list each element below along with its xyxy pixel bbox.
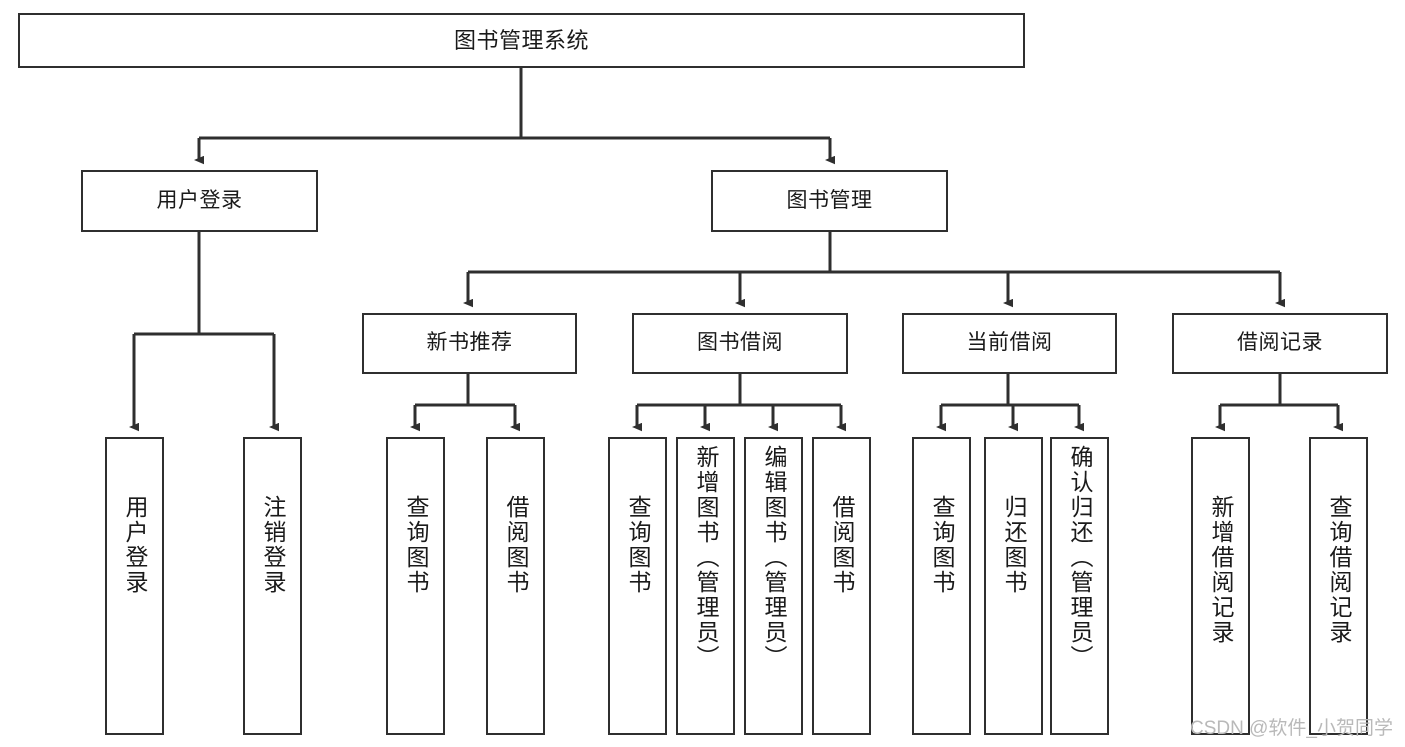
node-leaf-label-leaf-add-record: 新增借阅记录 — [1208, 495, 1234, 645]
node-leaf-label-leaf-user-login: 用户登录 — [122, 495, 148, 595]
node-leaf-label-leaf-query-book-current: 查询图书 — [929, 495, 955, 595]
csdn-watermark: CSDN @软件_小贺同学 — [1190, 718, 1393, 739]
node-leaf-leaf-query-record[interactable]: 查询借阅记录 — [1309, 437, 1368, 735]
node-root-root[interactable]: 图书管理系统 — [18, 13, 1025, 68]
node-level2-label-user-login: 用户登录 — [156, 188, 243, 212]
node-leaf-leaf-borrow-book-recommend[interactable]: 借阅图书 — [486, 437, 545, 735]
node-leaf-leaf-query-book-borrow[interactable]: 查询图书 — [608, 437, 667, 735]
node-leaf-label-leaf-borrow-book-recommend: 借阅图书 — [503, 495, 529, 595]
node-level3-label-book-borrow: 图书借阅 — [697, 331, 783, 355]
node-leaf-label-leaf-borrow-book: 借阅图书 — [829, 495, 855, 595]
node-leaf-label-leaf-return-book: 归还图书 — [1001, 495, 1027, 595]
node-level2-label-book-management: 图书管理 — [786, 188, 873, 212]
node-leaf-leaf-user-login[interactable]: 用户登录 — [105, 437, 164, 735]
node-level2-user-login[interactable]: 用户登录 — [81, 170, 318, 232]
node-leaf-leaf-add-record[interactable]: 新增借阅记录 — [1191, 437, 1250, 735]
node-leaf-leaf-edit-book[interactable]: 编辑图书（管理员） — [744, 437, 803, 735]
node-leaf-leaf-query-book-current[interactable]: 查询图书 — [912, 437, 971, 735]
node-leaf-label-leaf-add-book: 新增图书（管理员） — [693, 445, 719, 670]
node-leaf-leaf-borrow-book[interactable]: 借阅图书 — [812, 437, 871, 735]
node-level3-label-borrow-records: 借阅记录 — [1237, 331, 1323, 355]
node-level3-book-borrow[interactable]: 图书借阅 — [632, 313, 848, 374]
node-leaf-label-leaf-query-record: 查询借阅记录 — [1326, 495, 1352, 645]
node-leaf-label-leaf-logout: 注销登录 — [260, 495, 286, 595]
node-level3-borrow-records[interactable]: 借阅记录 — [1172, 313, 1388, 374]
node-leaf-label-leaf-edit-book: 编辑图书（管理员） — [761, 445, 787, 670]
node-leaf-leaf-return-book[interactable]: 归还图书 — [984, 437, 1043, 735]
node-leaf-leaf-add-book[interactable]: 新增图书（管理员） — [676, 437, 735, 735]
node-leaf-leaf-query-book-recommend[interactable]: 查询图书 — [386, 437, 445, 735]
node-leaf-label-leaf-query-book-borrow: 查询图书 — [625, 495, 651, 595]
node-level3-new-book-recommend[interactable]: 新书推荐 — [362, 313, 577, 374]
node-level3-label-current-borrow: 当前借阅 — [966, 331, 1053, 355]
node-leaf-label-leaf-confirm-return: 确认归还（管理员） — [1067, 445, 1093, 670]
node-level2-book-management[interactable]: 图书管理 — [711, 170, 948, 232]
node-leaf-leaf-confirm-return[interactable]: 确认归还（管理员） — [1050, 437, 1109, 735]
node-leaf-label-leaf-query-book-recommend: 查询图书 — [403, 495, 429, 595]
node-level3-label-new-book-recommend: 新书推荐 — [426, 331, 513, 355]
node-leaf-leaf-logout[interactable]: 注销登录 — [243, 437, 302, 735]
node-level3-current-borrow[interactable]: 当前借阅 — [902, 313, 1117, 374]
node-root-label-root: 图书管理系统 — [453, 27, 589, 53]
